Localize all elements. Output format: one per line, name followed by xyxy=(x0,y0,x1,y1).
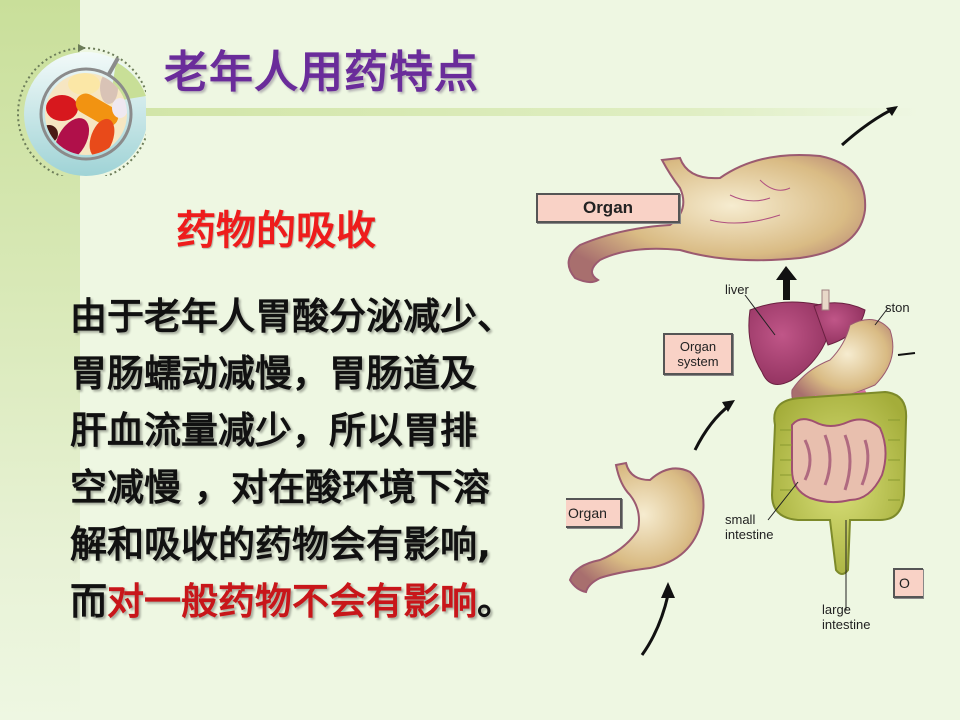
body-line: 解和吸收的药物会有影响, xyxy=(70,523,492,566)
slide-title: 老年人用药特点 xyxy=(164,47,479,98)
small-intestine-label: small intestine xyxy=(725,512,773,542)
body-line: 由于老年人胃酸分泌减少、 xyxy=(70,295,514,338)
organ-label-box: Organ xyxy=(536,193,680,223)
digestive-system-figure: Organ Organ system Organ O liver ston sm… xyxy=(530,100,923,670)
body-line: 胃肠蠕动减慢，胃肠道及 xyxy=(70,352,477,395)
organ-system-line2: system xyxy=(677,354,719,369)
section-heading: 药物的吸收 xyxy=(176,208,376,254)
small-intestine-line1: small xyxy=(725,512,756,527)
organ-system-line1: Organ xyxy=(679,339,717,354)
cut-off-label-box: O xyxy=(893,568,923,598)
large-intestine-line1: large xyxy=(822,602,851,617)
body-prefix: 而 xyxy=(70,580,107,623)
title-divider xyxy=(140,108,920,116)
pills-logo-icon xyxy=(17,44,146,176)
organ-system-label-box: Organ system xyxy=(663,333,733,375)
anatomy-illustration xyxy=(567,106,916,656)
body-paragraph: 由于老年人胃酸分泌减少、 胃肠蠕动减慢，胃肠道及 肝血流量减少，所以胃排 空减慢… xyxy=(70,288,570,630)
large-intestine-label: large intestine xyxy=(822,602,870,632)
body-suffix: 。 xyxy=(477,580,514,623)
small-intestine-line2: intestine xyxy=(725,527,774,542)
large-intestine-line2: intestine xyxy=(822,617,871,632)
body-line: 空减慢 ，对在酸环境下溶 xyxy=(70,466,490,509)
highlighted-text: 对一般药物不会有影响 xyxy=(107,580,477,623)
body-line: 肝血流量减少，所以胃排 xyxy=(70,409,477,452)
liver-label: liver xyxy=(725,282,749,297)
organ-label-box-lower: Organ xyxy=(566,498,622,528)
body-line-last: 而对一般药物不会有影响。 xyxy=(70,573,570,630)
stomach-label: ston xyxy=(885,300,910,315)
